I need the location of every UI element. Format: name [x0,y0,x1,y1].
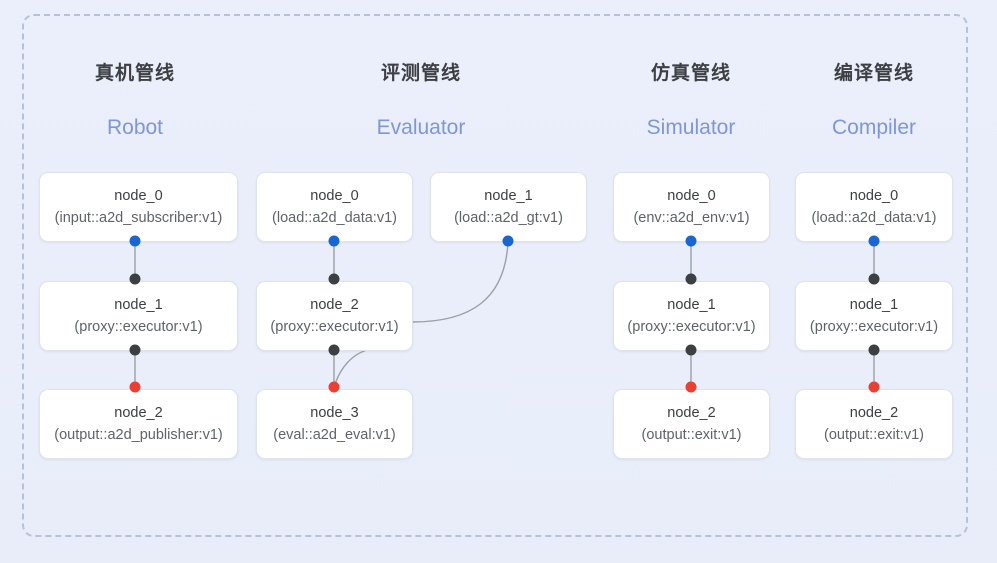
node-spec: (eval::a2d_eval:v1) [273,426,396,443]
node-spec: (proxy::executor:v1) [270,318,399,335]
node-evaluator-gt[interactable]: node_1 (load::a2d_gt:v1) [430,172,587,242]
node-evaluator-3[interactable]: node_3 (eval::a2d_eval:v1) [256,389,413,459]
port-output-evaluator-2[interactable] [328,344,340,356]
port-output-compiler-1[interactable] [868,344,880,356]
node-id: node_0 [310,187,359,204]
port-input-robot-1[interactable] [129,273,141,285]
node-id: node_0 [667,187,716,204]
node-id: node_2 [849,404,899,421]
node-id: node_1 [667,296,716,313]
port-output-compiler-0[interactable] [868,235,880,247]
port-input-simulator-2[interactable] [685,381,697,393]
node-simulator-1[interactable]: node_1 (proxy::executor:v1) [613,281,770,351]
node-spec: (output::a2d_publisher:v1) [54,426,223,443]
pipeline-group-frame [22,14,968,537]
port-input-simulator-1[interactable] [685,273,697,285]
port-input-compiler-2[interactable] [868,381,880,393]
node-id: node_2 [310,296,359,313]
node-id: node_1 [114,296,163,313]
node-id: node_1 [849,296,899,313]
node-id: node_2 [667,404,716,421]
node-id: node_1 [484,187,533,204]
port-output-evaluator-gt[interactable] [502,235,514,247]
node-simulator-2[interactable]: node_2 (output::exit:v1) [613,389,770,459]
node-simulator-0[interactable]: node_0 (env::a2d_env:v1) [613,172,770,242]
port-output-robot-0[interactable] [129,235,141,247]
node-spec: (input::a2d_subscriber:v1) [54,209,223,226]
node-robot-0[interactable]: node_0 (input::a2d_subscriber:v1) [39,172,238,242]
port-input-evaluator-3[interactable] [328,381,340,393]
node-compiler-1[interactable]: node_1 (proxy::executor:v1) [795,281,953,351]
node-id: node_0 [114,187,163,204]
node-spec: (proxy::executor:v1) [74,318,203,335]
node-spec: (output::exit:v1) [824,426,924,443]
port-input-evaluator-2[interactable] [328,273,340,285]
port-output-simulator-0[interactable] [685,235,697,247]
node-evaluator-0[interactable]: node_0 (load::a2d_data:v1) [256,172,413,242]
port-output-simulator-1[interactable] [685,344,697,356]
node-spec: (output::exit:v1) [641,426,742,443]
node-id: node_0 [849,187,899,204]
node-spec: (load::a2d_data:v1) [272,209,397,226]
node-id: node_3 [310,404,359,421]
node-robot-1[interactable]: node_1 (proxy::executor:v1) [39,281,238,351]
node-spec: (proxy::executor:v1) [809,318,939,335]
port-output-evaluator-0[interactable] [328,235,340,247]
node-spec: (load::a2d_data:v1) [811,209,937,226]
node-compiler-0[interactable]: node_0 (load::a2d_data:v1) [795,172,953,242]
node-evaluator-2[interactable]: node_2 (proxy::executor:v1) [256,281,413,351]
node-compiler-2[interactable]: node_2 (output::exit:v1) [795,389,953,459]
node-spec: (load::a2d_gt:v1) [454,209,563,226]
node-spec: (env::a2d_env:v1) [633,209,750,226]
port-output-robot-1[interactable] [129,344,141,356]
node-spec: (proxy::executor:v1) [627,318,756,335]
node-id: node_2 [114,404,163,421]
port-input-compiler-1[interactable] [868,273,880,285]
port-input-robot-2[interactable] [129,381,141,393]
node-robot-2[interactable]: node_2 (output::a2d_publisher:v1) [39,389,238,459]
